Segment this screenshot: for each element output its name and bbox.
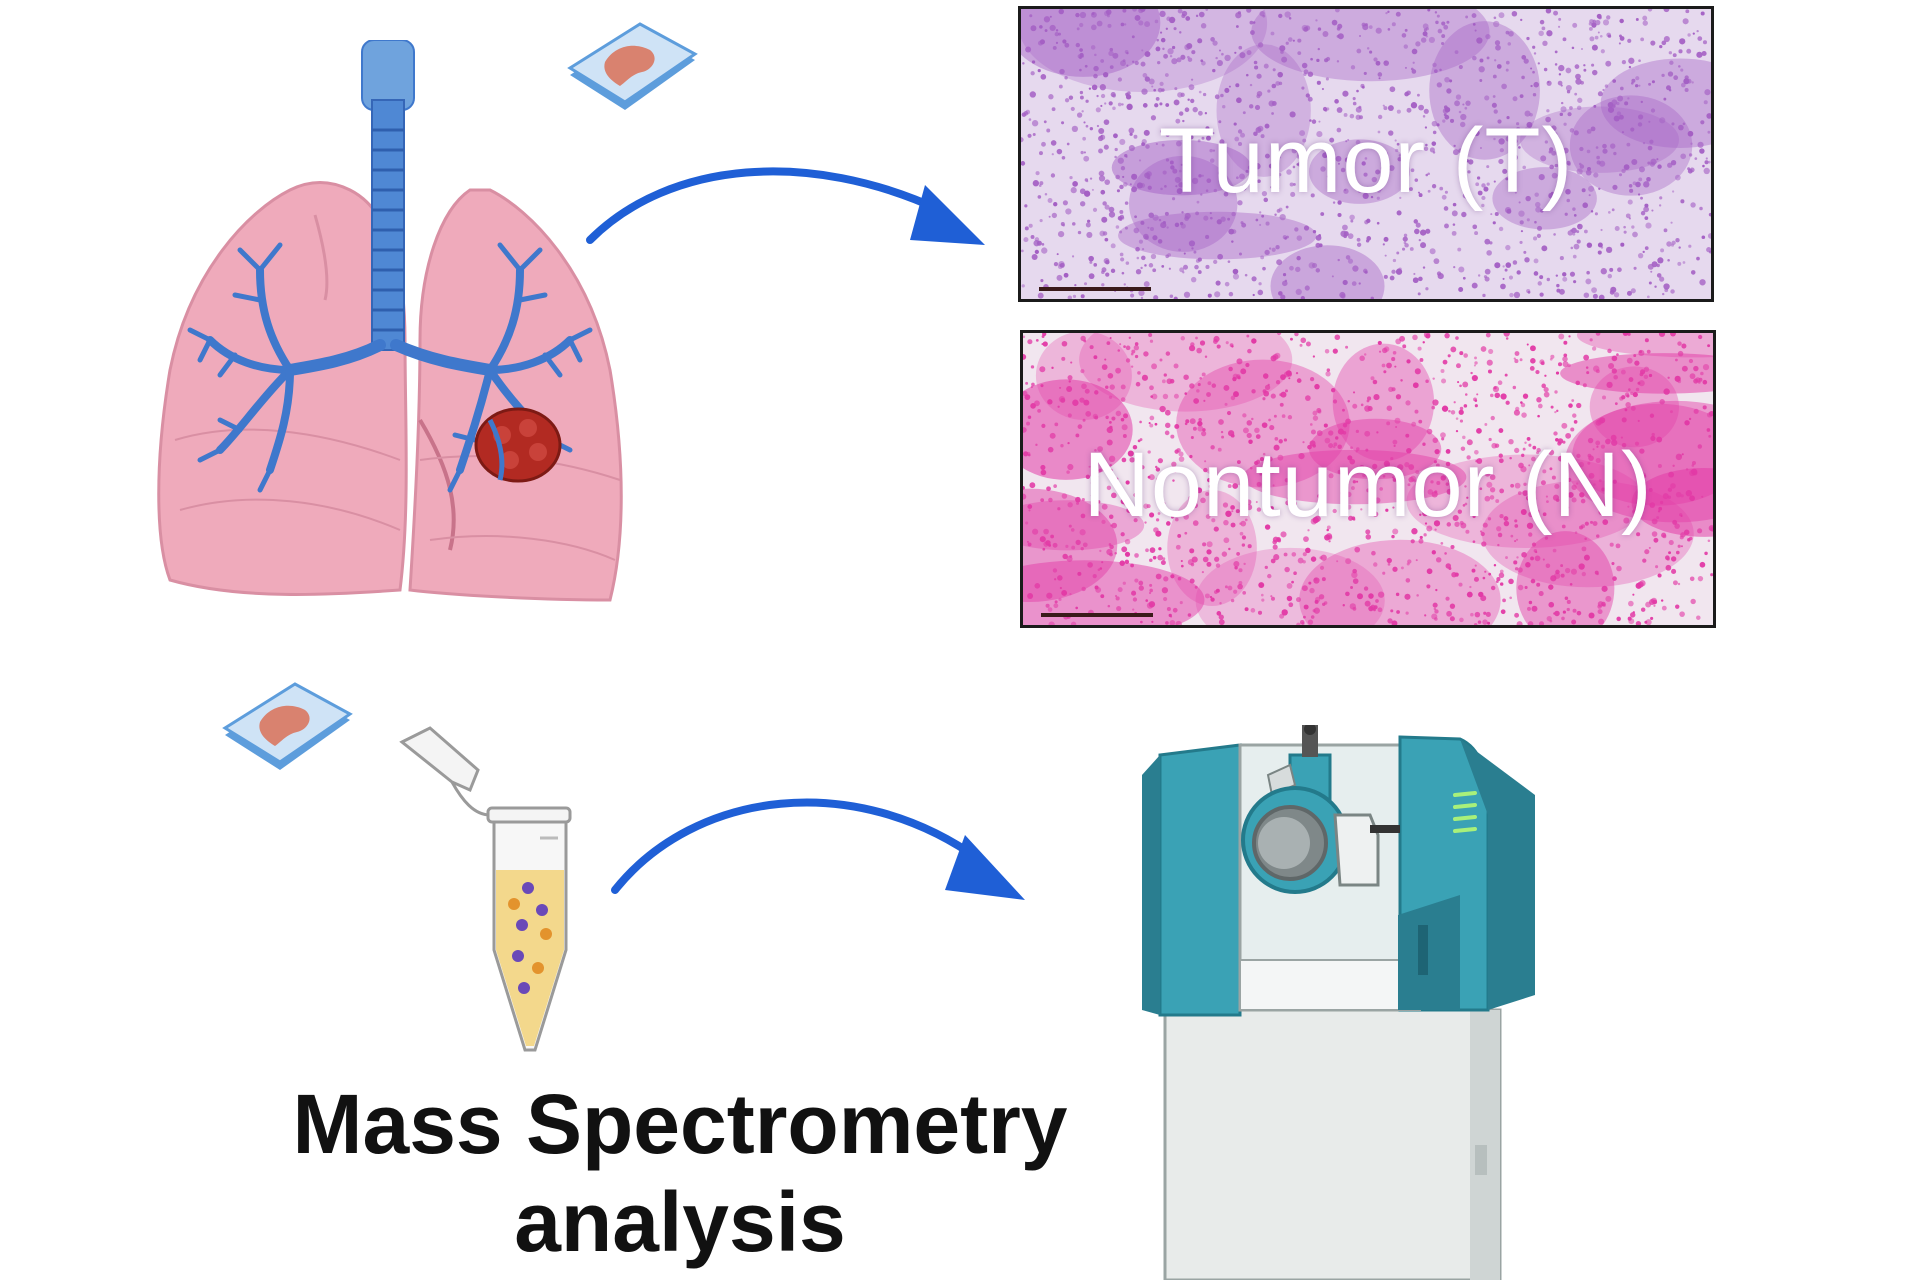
tumor-mass-icon — [474, 407, 562, 483]
tumor-histology-panel: Tumor (T) — [1018, 6, 1714, 302]
curved-arrow-icon — [586, 167, 985, 245]
scale-bar — [1039, 287, 1151, 291]
analysis-title-line1: Mass Spectrometry — [292, 1077, 1068, 1171]
scale-bar — [1041, 613, 1153, 617]
curved-arrow-icon — [611, 798, 1025, 900]
nontumor-panel-label: Nontumor (N) — [1083, 434, 1653, 536]
nontumor-histology-panel: Nontumor (N) — [1020, 330, 1716, 628]
tissue-slide-icon — [222, 682, 353, 770]
tumor-panel-label: Tumor (T) — [1158, 110, 1574, 212]
sample-tube-icon — [399, 726, 572, 1052]
nontumor-tissue-texture — [1023, 333, 1713, 625]
mass-spectrometer-icon — [1142, 725, 1535, 1280]
lungs-illustration-icon — [157, 40, 623, 602]
tumor-tissue-texture — [1021, 9, 1711, 299]
analysis-title: Mass Spectrometry analysis — [250, 1075, 1110, 1271]
tissue-slide-icon — [567, 22, 698, 110]
analysis-title-line2: analysis — [514, 1175, 846, 1269]
